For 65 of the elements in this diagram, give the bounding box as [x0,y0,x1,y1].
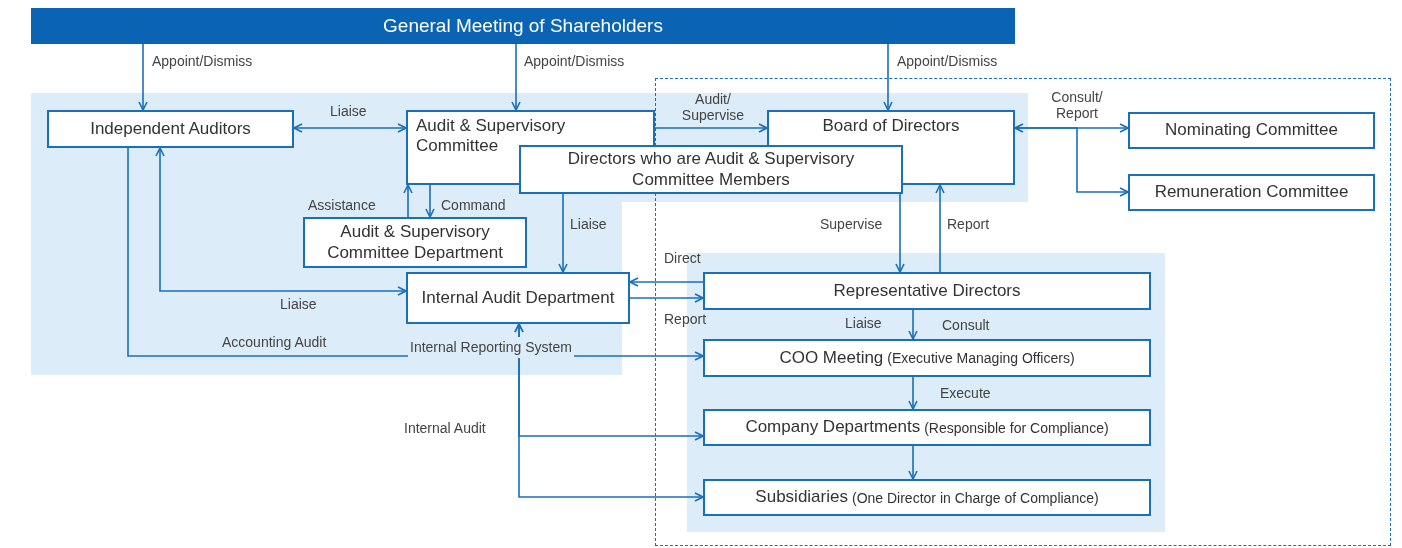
process-box [1128,112,1375,149]
arrow [629,277,704,287]
arrow [293,123,407,133]
edge-label: Appoint/Dismiss [897,53,998,70]
process-box [1128,174,1375,211]
arrow [1014,123,1129,133]
arrow [908,376,918,410]
process-box [703,479,1151,516]
box-subtitle: (Executive Managing Officers) [887,350,1075,369]
box-subtitle: (One Director in Charge of Compliance) [851,489,1099,508]
edge-label: Accounting Audit [222,334,327,351]
box-title: Company Departments [745,417,921,438]
edge-label: Liaise [330,103,367,120]
arrow [935,184,945,273]
edge-label: Supervise [820,216,883,233]
box-title: General Meeting of Shareholders [383,14,663,38]
box-title: Audit & Supervisory Committee [416,116,567,157]
title-banner [31,8,1015,44]
box-title: Representative Directors [833,280,1021,302]
edge-label: Liaise [845,315,882,332]
connector-label: Internal Reporting System [408,337,574,358]
edge-label: Report [947,216,990,233]
edge-label: Liaise [570,216,607,233]
arrow [895,193,905,273]
arrow [558,193,568,273]
process-box [703,339,1151,377]
box-title: Nominating Committee [1165,120,1338,141]
arrow [908,445,918,480]
arrow [138,43,148,111]
box-title: Audit & Supervisory Committee Department [326,222,504,263]
process-box [519,145,903,194]
arrow [403,184,413,218]
box-title: Board of Directors [822,116,960,137]
arrow [1014,127,1129,197]
edge-label: Direct [664,250,701,267]
arrow [155,147,407,296]
arrow [883,43,893,111]
arrow [629,293,704,303]
process-box [703,272,1151,310]
arrow [654,123,768,133]
edge-label: Consult/ Report [1050,89,1104,122]
box-title: COO Meeting [779,347,884,369]
edge-label: Report [664,311,707,328]
edge-label: Execute [940,385,991,402]
box-title: Remuneration Committee [1154,182,1349,203]
arrow [425,184,435,218]
process-box [406,272,630,324]
process-box [303,217,527,268]
box-subtitle: (Responsible for Compliance) [924,419,1109,438]
arrow [908,309,918,340]
edge-label: Appoint/Dismiss [152,53,253,70]
arrow [511,43,521,111]
edge-label: Appoint/Dismiss [524,53,625,70]
arrow [514,323,704,502]
process-box [703,409,1151,446]
edge-label: Liaise [280,296,317,313]
edge-label: Assistance [308,197,376,214]
edge-label: Internal Audit [404,420,486,437]
box-title: Subsidiaries [755,487,848,508]
box-title: Independent Auditors [90,118,251,140]
box-title: Directors who are Audit & Supervisory Committee Members [566,149,856,190]
edge-label: Command [441,197,506,214]
edge-label: Audit/ Supervise [680,91,746,124]
process-box [47,110,294,148]
box-title: Internal Audit Department [421,287,615,309]
